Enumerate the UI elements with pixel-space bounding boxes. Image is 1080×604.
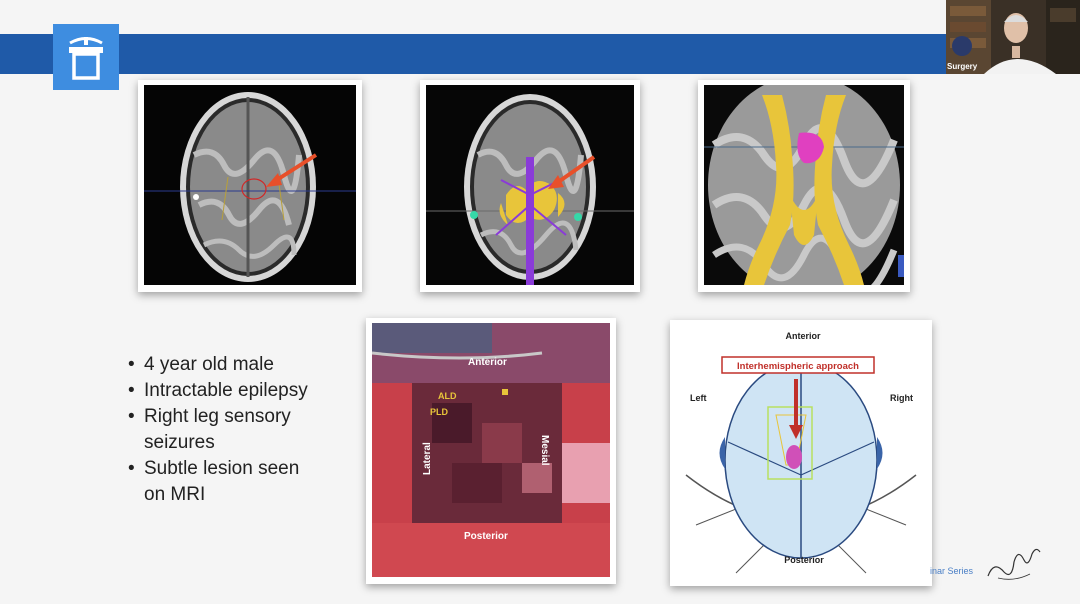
photo-label-ald: ALD [438,391,457,401]
photo-label-anterior: Anterior [468,357,507,368]
approach-diagram: Interhemispheric approach Anterior Left … [670,320,932,586]
logo [53,24,119,90]
diagram-label-anterior: Anterior [785,331,821,341]
signature-logo [987,548,1041,580]
slide-header-bar [0,34,1080,74]
photo-label-lateral: Lateral [422,442,433,475]
photo-label-mesial: Mesial [539,435,550,466]
bullet-text-line: seizures [144,432,215,453]
diagram-label-right: Right [890,393,913,403]
mri-tractography-axial-image [420,80,640,292]
bullet-text-line: Right leg sensory [144,406,291,427]
mri-coronal-tractography-image [698,80,910,292]
diagram-label-posterior: Posterior [784,555,824,565]
bullet-item: 4 year old male [128,352,358,378]
photo-label-pld: PLD [430,407,449,417]
diagram-label-approach: Interhemispheric approach [737,361,859,372]
bullet-text-line: Subtle lesion seen [144,458,300,479]
diagram-label-left: Left [690,393,707,403]
footer-series-text: inar Series [930,566,974,576]
surgical-photo: Anterior ALD PLD Lateral Mesial Posterio… [366,318,616,584]
video-thumbnail[interactable] [946,0,1080,74]
photo-label-posterior: Posterior [464,531,508,542]
podium-icon [69,37,103,80]
participant-video-feed [946,0,1080,74]
bullet-item: Right leg sensory seizures [128,404,358,456]
bullet-item: Subtle lesion seen on MRI [128,456,358,508]
mri-axial-image [138,80,362,292]
bullet-text-line: on MRI [144,484,206,505]
video-participant-label: Surgery [947,62,978,71]
bullet-list: 4 year old male Intractable epilepsy Rig… [128,352,358,508]
bullet-text-line: 4 year old male [144,354,274,375]
bullet-text-line: Intractable epilepsy [144,380,308,401]
bullet-item: Intractable epilepsy [128,378,358,404]
